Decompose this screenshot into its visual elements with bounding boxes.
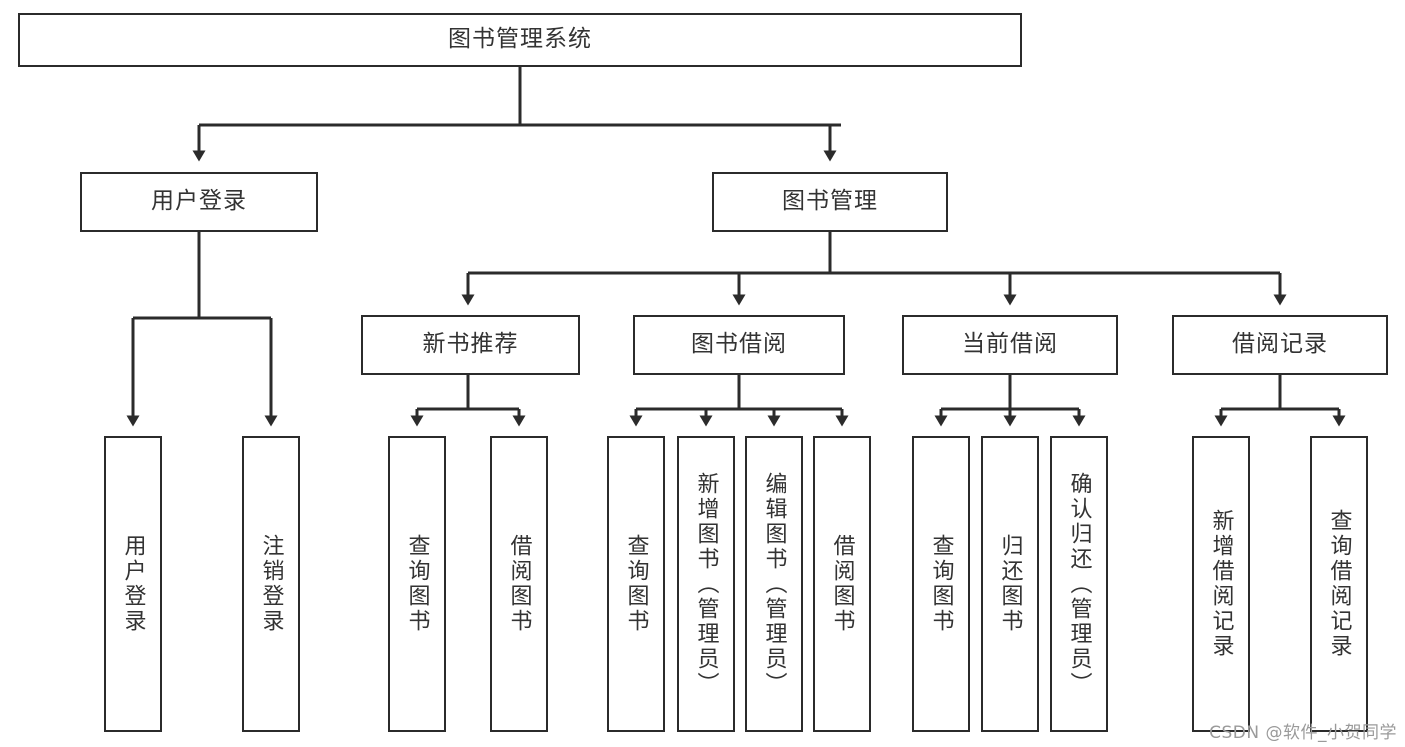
node-label: 用户登录: [151, 188, 247, 215]
leaf-book-borrow-borrow-book[interactable]: 借阅图书: [813, 436, 871, 732]
leaf-new-book-borrow-book[interactable]: 借阅图书: [490, 436, 548, 732]
leaf-borrow-record-query-record[interactable]: 查询借阅记录: [1310, 436, 1368, 732]
leaf-current-borrow-query-book[interactable]: 查询图书: [912, 436, 970, 732]
node-label: 当前借阅: [962, 331, 1058, 358]
leaf-user-logout[interactable]: 注销登录: [242, 436, 300, 732]
node-label: 新书推荐: [422, 331, 519, 358]
node-label: 查询图书: [623, 534, 649, 634]
watermark-text: CSDN @软件_小贺同学: [1209, 723, 1397, 743]
node-label: 用户登录: [120, 534, 146, 634]
node-label: 新增图书（管理员）: [693, 471, 719, 697]
node-label: 图书管理: [782, 188, 878, 215]
node-label: 注销登录: [258, 534, 284, 634]
leaf-current-borrow-return-book[interactable]: 归还图书: [981, 436, 1039, 732]
node-book-management[interactable]: 图书管理: [712, 172, 948, 232]
node-label: 归还图书: [997, 534, 1023, 634]
node-borrow-record[interactable]: 借阅记录: [1172, 315, 1388, 375]
leaf-book-borrow-edit-book-admin[interactable]: 编辑图书（管理员）: [745, 436, 803, 732]
node-label: 图书管理系统: [448, 26, 592, 53]
leaf-book-borrow-add-book-admin[interactable]: 新增图书（管理员）: [677, 436, 735, 732]
leaf-borrow-record-add-record[interactable]: 新增借阅记录: [1192, 436, 1250, 732]
node-new-book-recommend[interactable]: 新书推荐: [361, 315, 580, 375]
node-label: 查询图书: [404, 534, 430, 634]
node-label: 借阅记录: [1232, 331, 1328, 358]
node-root-book-management-system[interactable]: 图书管理系统: [18, 13, 1022, 67]
node-label: 新增借阅记录: [1208, 509, 1234, 659]
node-label: 查询图书: [928, 534, 954, 634]
node-current-borrow[interactable]: 当前借阅: [902, 315, 1118, 375]
node-label: 确认归还（管理员）: [1066, 471, 1092, 697]
node-label: 编辑图书（管理员）: [761, 471, 787, 697]
leaf-new-book-query-book[interactable]: 查询图书: [388, 436, 446, 732]
node-label: 图书借阅: [691, 331, 787, 358]
node-label: 借阅图书: [829, 534, 855, 634]
node-label: 查询借阅记录: [1326, 509, 1352, 659]
node-label: 借阅图书: [506, 534, 532, 634]
leaf-book-borrow-query-book[interactable]: 查询图书: [607, 436, 665, 732]
leaf-user-login[interactable]: 用户登录: [104, 436, 162, 732]
node-user-login[interactable]: 用户登录: [80, 172, 318, 232]
leaf-current-borrow-confirm-return-admin[interactable]: 确认归还（管理员）: [1050, 436, 1108, 732]
node-book-borrow[interactable]: 图书借阅: [633, 315, 845, 375]
